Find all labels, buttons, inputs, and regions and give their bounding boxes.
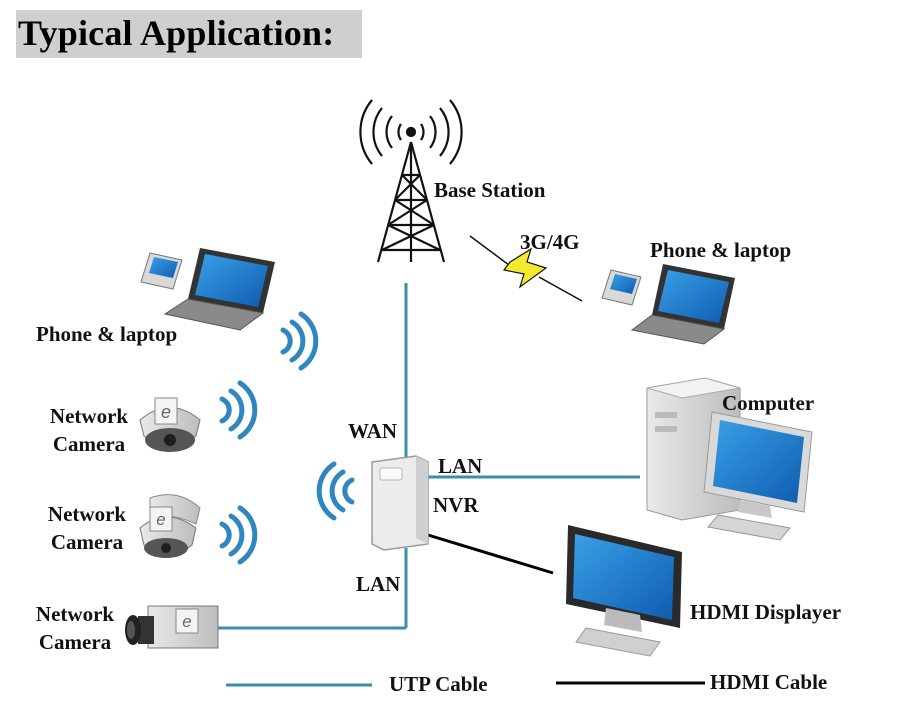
ptz-camera-icon: e — [139, 494, 201, 558]
wifi-nvr-icon — [316, 461, 355, 521]
computer-icon — [646, 377, 813, 541]
lan-top-label: LAN — [438, 454, 483, 478]
svg-text:e: e — [161, 402, 171, 422]
wifi-camera-2-icon — [219, 505, 258, 565]
network-camera-3-label: Network Camera — [35, 602, 115, 654]
base-station-icon — [359, 99, 463, 263]
wifi-icons — [219, 311, 355, 565]
svg-text:e: e — [182, 612, 191, 631]
wifi-camera-1-icon — [219, 380, 258, 440]
hdmi-displayer-label: HDMI Displayer — [690, 600, 842, 624]
box-camera-icon: e — [125, 605, 219, 649]
nvr-device-icon — [371, 455, 429, 551]
phone-laptop-right-label: Phone & laptop — [650, 238, 792, 262]
wifi-laptop-icon — [280, 311, 319, 371]
phone-laptop-right-icon — [601, 264, 735, 345]
legend-hdmi-label: HDMI Cable — [710, 670, 828, 694]
computer-label: Computer — [722, 391, 815, 415]
phone-laptop-left-label: Phone & laptop — [36, 322, 178, 346]
hdmi-cable — [427, 533, 554, 575]
base-station-label: Base Station — [434, 178, 546, 202]
dome-camera-icon: e — [139, 397, 201, 452]
lan-bottom-label: LAN — [356, 572, 401, 596]
hdmi-display-icon — [566, 525, 682, 657]
network-camera-2-label: Network Camera — [47, 502, 127, 554]
lightning-bolt-icon — [469, 235, 583, 302]
3g4g-label: 3G/4G — [520, 230, 580, 254]
network-camera-1-label: Network Camera — [49, 404, 129, 456]
utp-cables — [218, 283, 640, 630]
header-band — [16, 10, 362, 58]
phone-laptop-left-icon — [140, 248, 275, 331]
legend-utp-label: UTP Cable — [389, 672, 488, 696]
page-title: Typical Application: — [18, 13, 335, 53]
wan-label: WAN — [348, 419, 398, 443]
nvr-label: NVR — [433, 493, 479, 517]
svg-text:e: e — [156, 510, 165, 529]
